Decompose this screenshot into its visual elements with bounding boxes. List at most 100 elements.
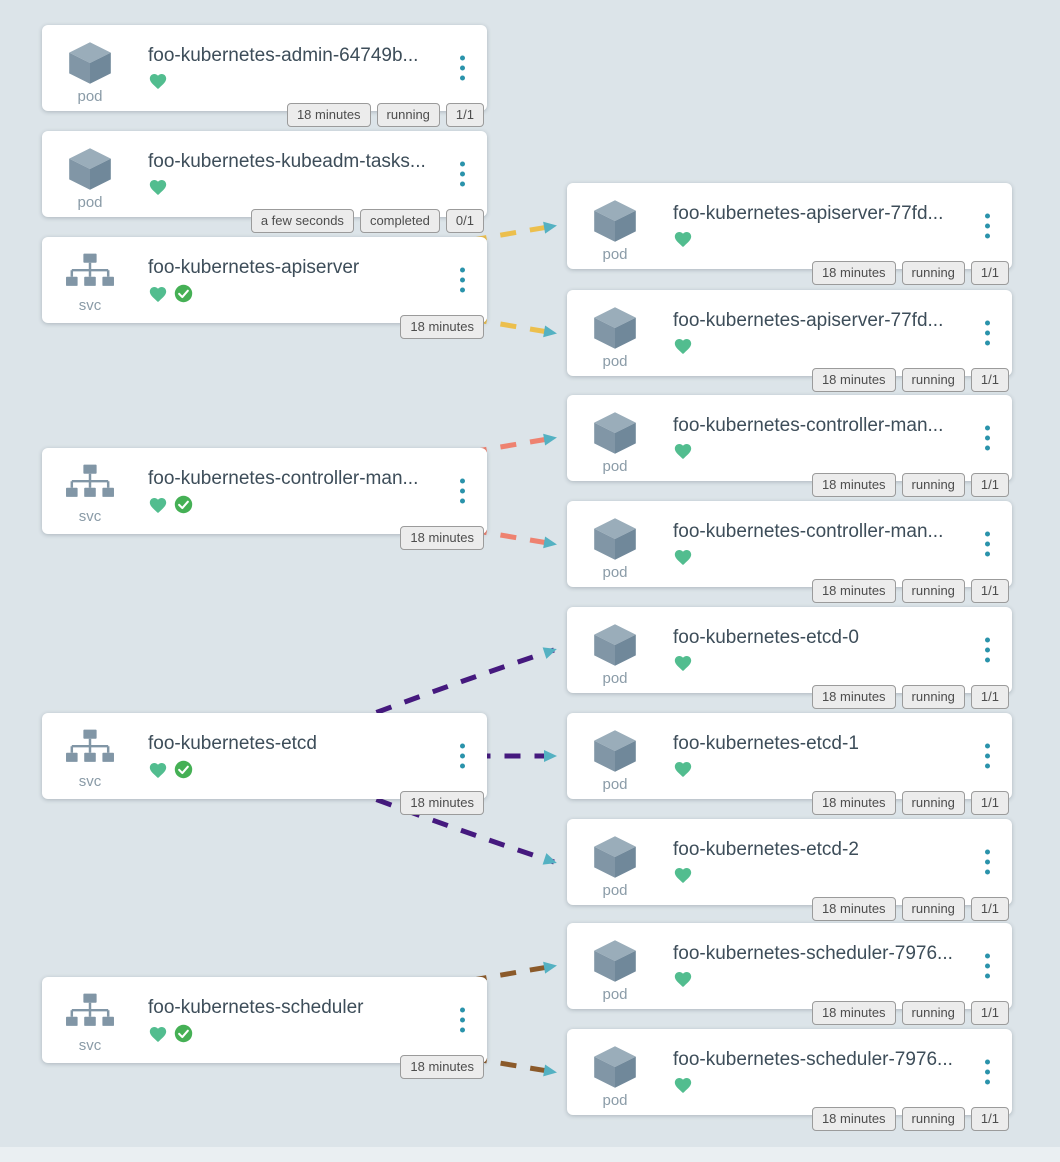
node-card-pod-admin[interactable]: pod foo-kubernetes-admin-64749b... 18 mi…	[42, 25, 487, 127]
status-badge: running	[376, 103, 440, 127]
node-icon: pod	[585, 622, 645, 687]
node-icon: svc	[60, 992, 120, 1054]
status-badge: running	[901, 791, 965, 815]
pod-icon	[594, 200, 636, 242]
kebab-menu-button[interactable]	[980, 845, 995, 880]
node-icon: svc	[60, 252, 120, 314]
kebab-dot	[985, 859, 990, 865]
node-card-svc-etcd[interactable]: svc foo-kubernetes-etcd 18 minutes	[42, 713, 487, 815]
kebab-dot	[460, 478, 465, 484]
node-icon: pod	[60, 40, 120, 105]
status-badge: 18 minutes	[811, 1001, 896, 1025]
kebab-menu-button[interactable]	[980, 316, 995, 351]
kebab-menu-button[interactable]	[980, 949, 995, 984]
status-badge: running	[901, 261, 965, 285]
node-kind-label: pod	[602, 882, 628, 899]
node-card-svc-apiserver[interactable]: svc foo-kubernetes-apiserver 18 minutes	[42, 237, 487, 339]
kebab-menu-button[interactable]	[980, 527, 995, 562]
node-card-pod-apiserver-2[interactable]: pod foo-kubernetes-apiserver-77fd... 18 …	[567, 290, 1012, 392]
health-row	[673, 760, 693, 778]
health-heart-icon	[149, 74, 167, 90]
kebab-dot	[985, 551, 990, 557]
node-card-pod-scheduler-1[interactable]: pod foo-kubernetes-scheduler-7976... 18 …	[567, 923, 1012, 1025]
node-title: foo-kubernetes-etcd-2	[673, 839, 859, 860]
kebab-dot	[985, 330, 990, 336]
kebab-dot	[985, 953, 990, 959]
kebab-dot	[460, 763, 465, 769]
status-badge: 18 minutes	[811, 685, 896, 709]
node-kind-label: pod	[77, 194, 103, 211]
health-heart-icon	[674, 1078, 692, 1094]
status-badge: 1/1	[970, 685, 1009, 709]
kebab-dot	[985, 531, 990, 537]
status-badge: 1/1	[970, 368, 1009, 392]
health-row	[673, 866, 693, 884]
kebab-dot	[985, 435, 990, 441]
node-card-pod-controller-1[interactable]: pod foo-kubernetes-controller-man... 18 …	[567, 395, 1012, 497]
node-card-svc-scheduler[interactable]: svc foo-kubernetes-scheduler 18 minutes	[42, 977, 487, 1079]
kebab-menu-button[interactable]	[980, 739, 995, 774]
kebab-dot	[985, 223, 990, 229]
kebab-dot	[985, 647, 990, 653]
pod-icon	[594, 518, 636, 560]
health-heart-icon	[674, 762, 692, 778]
status-badge: 1/1	[970, 897, 1009, 921]
kebab-menu-button[interactable]	[455, 263, 470, 298]
status-badge: 1/1	[970, 579, 1009, 603]
health-heart-icon	[674, 232, 692, 248]
kebab-menu-button[interactable]	[980, 209, 995, 244]
node-icon: pod	[585, 516, 645, 581]
status-badge: 18 minutes	[286, 103, 371, 127]
pod-icon	[69, 148, 111, 190]
kebab-dot	[460, 171, 465, 177]
node-card-pod-controller-2[interactable]: pod foo-kubernetes-controller-man... 18 …	[567, 501, 1012, 603]
kebab-dot	[985, 763, 990, 769]
pod-icon	[594, 940, 636, 982]
kebab-dot	[460, 75, 465, 81]
health-heart-icon	[149, 762, 167, 778]
node-kind-label: pod	[602, 776, 628, 793]
health-check-icon	[174, 1024, 193, 1043]
health-heart-icon	[674, 656, 692, 672]
kebab-menu-button[interactable]	[455, 474, 470, 509]
kebab-dot	[985, 973, 990, 979]
node-card-pod-kubeadm[interactable]: pod foo-kubernetes-kubeadm-tasks... a fe…	[42, 131, 487, 233]
node-kind-label: pod	[602, 564, 628, 581]
node-card-pod-apiserver-1[interactable]: pod foo-kubernetes-apiserver-77fd... 18 …	[567, 183, 1012, 285]
kebab-dot	[460, 498, 465, 504]
kebab-menu-button[interactable]	[455, 1003, 470, 1038]
kebab-menu-button[interactable]	[455, 51, 470, 86]
pod-icon	[594, 1046, 636, 1088]
status-badge: running	[901, 473, 965, 497]
status-badge: 1/1	[970, 791, 1009, 815]
node-kind-label: pod	[602, 458, 628, 475]
kebab-menu-button[interactable]	[980, 1055, 995, 1090]
kebab-dot	[985, 753, 990, 759]
node-icon: pod	[585, 305, 645, 370]
node-kind-label: svc	[78, 773, 102, 790]
kebab-menu-button[interactable]	[980, 421, 995, 456]
node-kind-label: svc	[78, 297, 102, 314]
node-icon: pod	[60, 146, 120, 211]
node-card-pod-scheduler-2[interactable]: pod foo-kubernetes-scheduler-7976... 18 …	[567, 1029, 1012, 1131]
kebab-menu-button[interactable]	[455, 157, 470, 192]
svc-icon	[66, 464, 114, 497]
status-badge: 18 minutes	[811, 368, 896, 392]
kebab-menu-button[interactable]	[980, 633, 995, 668]
node-title: foo-kubernetes-controller-man...	[673, 521, 944, 542]
status-badge: 18 minutes	[811, 261, 896, 285]
kebab-menu-button[interactable]	[455, 739, 470, 774]
node-card-svc-controller[interactable]: svc foo-kubernetes-controller-man... 18 …	[42, 448, 487, 550]
status-badge: running	[901, 685, 965, 709]
status-badge: 1/1	[445, 103, 484, 127]
status-badge: 1/1	[970, 261, 1009, 285]
status-badge: 18 minutes	[400, 315, 484, 339]
health-check-icon	[174, 760, 193, 779]
